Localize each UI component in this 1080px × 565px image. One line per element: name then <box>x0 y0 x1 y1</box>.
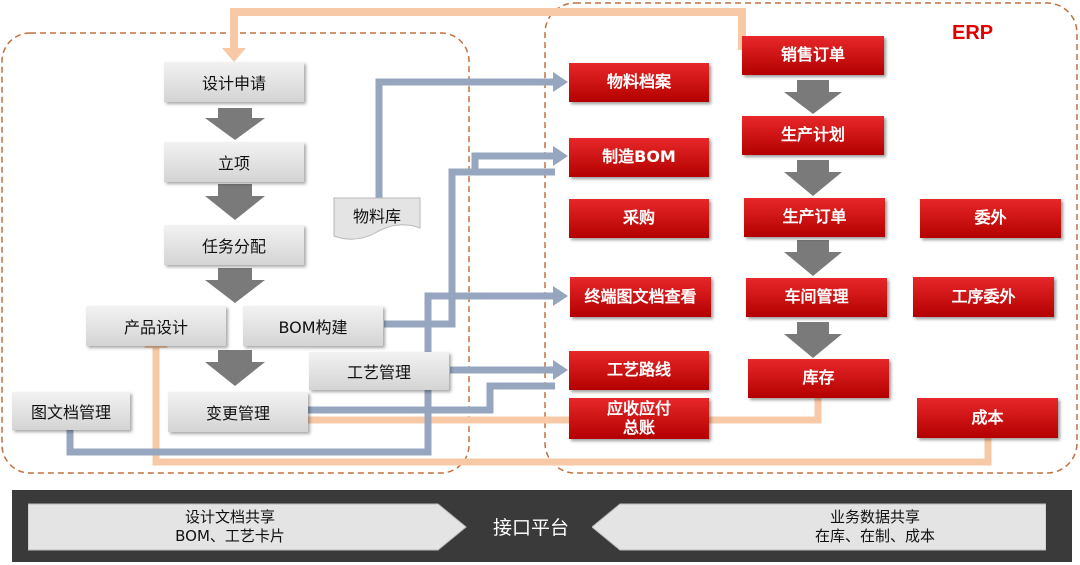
material-lib-arrowhead <box>553 72 568 92</box>
process-outsource-box: 工序委外 <box>913 277 1054 317</box>
flow-arrow-7 <box>784 240 842 276</box>
manufacture-bom-box: 制造BOM <box>569 138 709 177</box>
manufacture-bom-arrowhead <box>553 146 568 166</box>
production-order-box: 生产订单 <box>744 198 885 237</box>
erp-title: ERP <box>952 22 994 44</box>
receivable-payable-box: 应收应付 总账 <box>569 398 709 439</box>
interface-platform-label: 接口平台 <box>492 517 569 539</box>
task-assign-box: 任务分配 <box>164 225 304 265</box>
process-route-arrowhead <box>553 360 568 380</box>
erp-region <box>544 2 1078 474</box>
process-route-box: 工艺路线 <box>569 351 709 390</box>
sales-to-design-arrowhead <box>222 48 246 62</box>
terminal-doc-arrowhead <box>553 286 568 306</box>
cost-to-design-connector <box>152 344 992 466</box>
change-to-inventory-connector <box>308 395 822 424</box>
design-share-text: 设计文档共享 BOM、工艺卡片 <box>100 508 360 546</box>
design-share-line1: 设计文档共享 <box>184 508 275 526</box>
business-share-arrow <box>592 503 1046 551</box>
sales-to-design-connector <box>230 8 746 52</box>
sales-order-box: 销售订单 <box>742 36 884 75</box>
flow-arrow-6 <box>784 160 842 196</box>
plm-flow-arrows <box>205 108 265 386</box>
cost-box: 成本 <box>917 398 1058 438</box>
doc-mgmt-connector <box>66 292 555 456</box>
material-lib-shape <box>333 197 421 240</box>
inventory-box: 库存 <box>748 359 889 398</box>
production-plan-box: 生产计划 <box>742 116 884 155</box>
product-design-box: 产品设计 <box>86 306 226 346</box>
erp-flow-arrows <box>784 80 842 358</box>
material-lib-connector <box>375 78 555 198</box>
flow-arrow-2 <box>205 184 265 220</box>
doc-mgmt-box: 图文档管理 <box>12 392 130 430</box>
outsource-box: 委外 <box>920 199 1061 238</box>
flow-arrow-1 <box>205 108 265 140</box>
bom-build-connector <box>384 168 555 328</box>
terminal-doc-view-box: 终端图文档查看 <box>570 277 711 317</box>
project-box: 立项 <box>164 142 304 182</box>
business-share-line2: 在库、在制、成本 <box>814 527 935 545</box>
purchase-box: 采购 <box>569 199 709 238</box>
workshop-mgmt-box: 车间管理 <box>746 278 887 317</box>
receivable-line1: 应收应付 <box>606 399 671 419</box>
flow-arrow-8 <box>784 322 842 358</box>
change-mgmt-box: 变更管理 <box>168 392 308 432</box>
flow-arrow-4 <box>205 350 265 386</box>
process-mgmt-box: 工艺管理 <box>309 352 449 390</box>
flow-arrow-5 <box>784 80 842 114</box>
receivable-line2: 总账 <box>622 417 655 437</box>
design-share-arrow <box>28 503 467 551</box>
design-request-box: 设计申请 <box>164 62 304 102</box>
flow-arrow-3 <box>205 268 265 303</box>
change-mgmt-connector <box>308 382 555 414</box>
manufacture-bom-feed-connector <box>471 152 555 172</box>
business-share-line1: 业务数据共享 <box>829 508 920 526</box>
business-share-text: 业务数据共享 在库、在制、成本 <box>745 508 1005 546</box>
material-archive-box: 物料档案 <box>569 63 709 102</box>
design-share-line2: BOM、工艺卡片 <box>175 527 285 545</box>
material-lib-label: 物料库 <box>352 207 401 226</box>
bom-build-box: BOM构建 <box>243 306 383 346</box>
